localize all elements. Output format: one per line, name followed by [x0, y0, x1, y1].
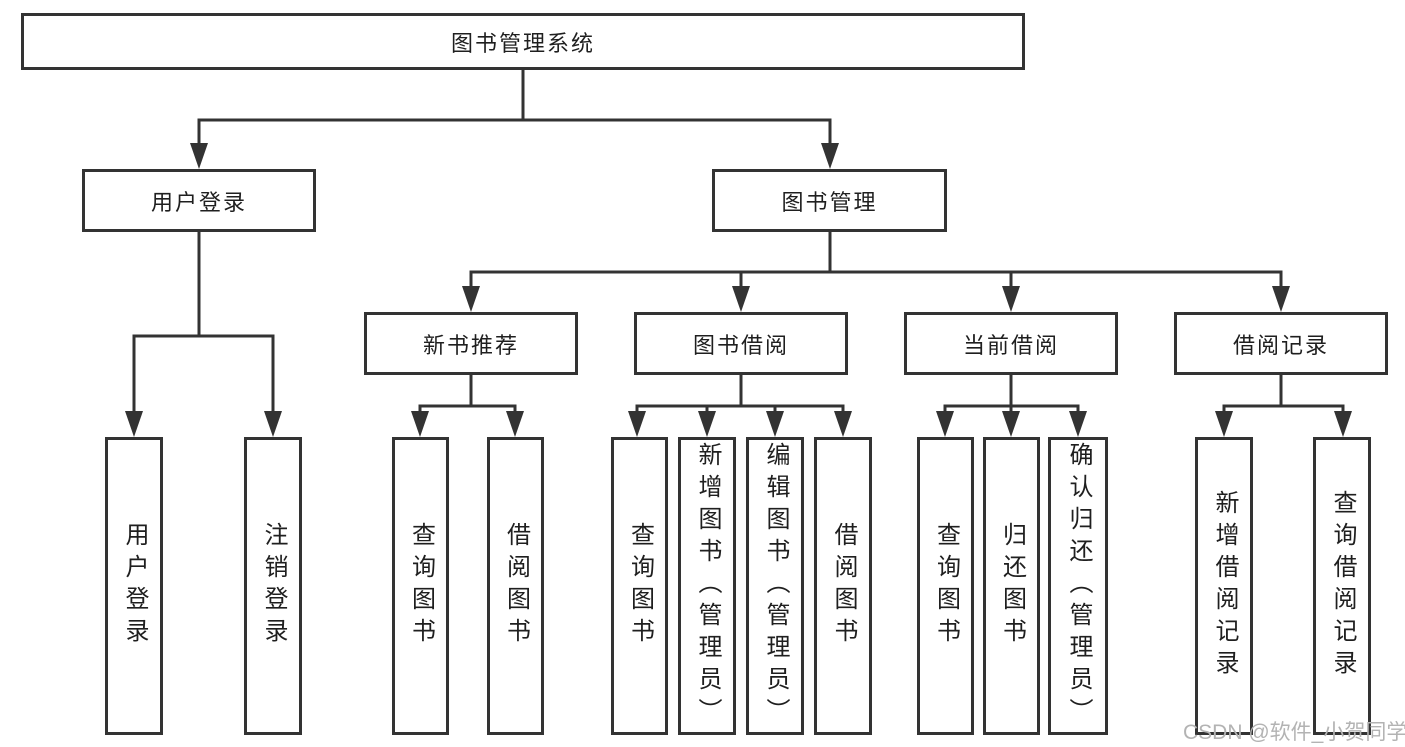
leaf-return-books: 归还图书 — [983, 437, 1040, 735]
leaf-edit-books-admin: 编辑图书（管理员） — [746, 437, 804, 735]
leaf-query-books-recommend: 查询图书 — [392, 437, 449, 735]
node-new-book-recommend: 新书推荐 — [364, 312, 578, 375]
node-user-login: 用户登录 — [82, 169, 316, 232]
node-current-borrow: 当前借阅 — [904, 312, 1118, 375]
leaf-query-books-borrow: 查询图书 — [611, 437, 668, 735]
node-root: 图书管理系统 — [21, 13, 1025, 70]
leaf-add-borrow-record: 新增借阅记录 — [1195, 437, 1253, 735]
leaf-return-books-label: 归还图书 — [998, 522, 1026, 650]
node-borrow-records-label: 借阅记录 — [1232, 332, 1329, 358]
leaf-borrow-books: 借阅图书 — [814, 437, 872, 735]
leaf-logout: 注销登录 — [244, 437, 302, 735]
leaf-edit-books-admin-label: 编辑图书（管理员） — [762, 442, 789, 730]
leaf-query-books-current-label: 查询图书 — [932, 522, 960, 650]
leaf-add-books-admin: 新增图书（管理员） — [678, 437, 736, 735]
leaf-borrow-books-recommend: 借阅图书 — [487, 437, 544, 735]
node-book-management-label: 图书管理 — [781, 189, 878, 215]
leaf-query-books-recommend-label: 查询图书 — [407, 522, 435, 650]
node-book-management: 图书管理 — [712, 169, 947, 232]
leaf-add-borrow-record-label: 新增借阅记录 — [1211, 490, 1238, 682]
leaf-query-borrow-record: 查询借阅记录 — [1313, 437, 1371, 735]
leaf-borrow-books-recommend-label: 借阅图书 — [502, 522, 530, 650]
node-new-book-recommend-label: 新书推荐 — [422, 332, 519, 358]
node-book-borrow-label: 图书借阅 — [692, 332, 789, 358]
node-book-borrow: 图书借阅 — [634, 312, 848, 375]
leaf-logout-label: 注销登录 — [260, 522, 287, 650]
node-root-label: 图书管理系统 — [450, 30, 595, 56]
leaf-confirm-return-admin: 确认归还（管理员） — [1048, 437, 1108, 735]
leaf-borrow-books-label: 借阅图书 — [830, 522, 857, 650]
node-borrow-records: 借阅记录 — [1174, 312, 1388, 375]
leaf-user-login: 用户登录 — [105, 437, 163, 735]
leaf-user-login-label: 用户登录 — [121, 522, 148, 650]
leaf-add-books-admin-label: 新增图书（管理员） — [694, 442, 721, 730]
leaf-query-books-current: 查询图书 — [917, 437, 974, 735]
node-user-login-label: 用户登录 — [150, 189, 247, 215]
watermark: CSDN @软件_小贺同学 — [1183, 721, 1405, 744]
leaf-query-books-borrow-label: 查询图书 — [626, 522, 654, 650]
node-current-borrow-label: 当前借阅 — [962, 332, 1059, 358]
leaf-confirm-return-admin-label: 确认归还（管理员） — [1065, 442, 1092, 730]
leaf-query-borrow-record-label: 查询借阅记录 — [1329, 490, 1356, 682]
